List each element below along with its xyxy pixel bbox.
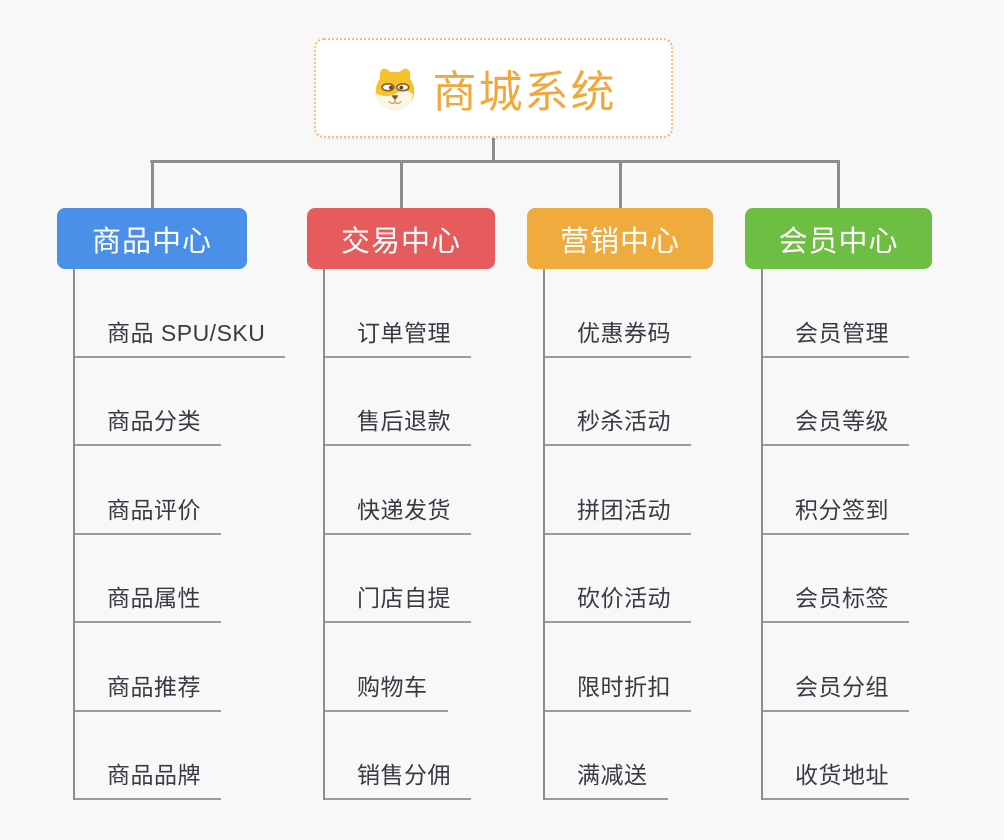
leaf-topic[interactable]: 商品评价 [75, 446, 221, 535]
branch-topic-label: 营销中心 [559, 225, 680, 258]
leaf-topic[interactable]: 会员管理 [763, 269, 909, 358]
leaf-topic-label: 门店自提 [357, 585, 451, 612]
leaf-topic[interactable]: 商品 SPU/SKU [75, 269, 286, 358]
leaf-topic-label: 快递发货 [357, 496, 451, 523]
leaf-topic-label: 商品分类 [107, 408, 201, 435]
branch-topic-label: 会员中心 [778, 225, 899, 258]
leaf-topic[interactable]: 售后退款 [325, 358, 471, 446]
leaf-topic-label: 优惠券码 [577, 319, 671, 346]
leaf-topic-label: 秒杀活动 [577, 408, 671, 435]
branch-children: 订单管理售后退款快递发货门店自提购物车销售分佣 [323, 269, 471, 800]
leaf-topic-label: 购物车 [357, 673, 428, 700]
branch-drop-connector [618, 160, 622, 208]
leaf-topic[interactable]: 快递发货 [325, 446, 471, 535]
leaf-topic[interactable]: 会员等级 [763, 358, 909, 446]
leaf-topic-label: 会员分组 [795, 673, 889, 700]
leaf-topic[interactable]: 拼团活动 [545, 446, 691, 535]
leaf-topic-label: 会员管理 [795, 319, 889, 346]
leaf-topic[interactable]: 会员分组 [763, 623, 909, 712]
root-topic[interactable]: 商城系统 [314, 38, 673, 138]
leaf-topic-label: 限时折扣 [577, 673, 671, 700]
leaf-topic-label: 会员标签 [795, 585, 889, 612]
leaf-topic-label: 售后退款 [357, 408, 451, 435]
branch-3: 会员中心会员管理会员等级积分签到会员标签会员分组收货地址 [745, 160, 932, 800]
leaf-topic-label: 积分签到 [795, 496, 889, 523]
leaf-topic-label: 拼团活动 [577, 496, 671, 523]
leaf-topic[interactable]: 积分签到 [763, 446, 909, 535]
doge-icon [375, 68, 414, 111]
leaf-topic-label: 收货地址 [795, 762, 889, 789]
leaf-topic[interactable]: 商品属性 [75, 535, 221, 623]
branch-children: 商品 SPU/SKU 商品分类商品评价商品属性商品推荐商品品牌 [73, 269, 286, 800]
leaf-topic[interactable]: 收货地址 [763, 712, 909, 800]
branch-drop-connector [837, 160, 840, 208]
leaf-topic[interactable]: 销售分佣 [325, 712, 471, 800]
leaf-topic[interactable]: 商品品牌 [75, 712, 221, 800]
branch-drop-connector [399, 160, 403, 208]
leaf-topic[interactable]: 门店自提 [325, 535, 471, 623]
root-stem-connector [492, 137, 495, 163]
branch-drop-connector [150, 160, 154, 208]
root-topic-label: 商城系统 [432, 68, 617, 117]
leaf-topic-label: 订单管理 [357, 319, 451, 346]
branch-topic[interactable]: 营销中心 [527, 208, 713, 269]
leaf-topic-label: 满减送 [577, 762, 648, 789]
leaf-topic[interactable]: 商品推荐 [75, 623, 221, 712]
leaf-topic-label: 商品推荐 [107, 673, 201, 700]
branch-topic-label: 商品中心 [91, 225, 212, 258]
branch-children: 优惠券码秒杀活动拼团活动砍价活动限时折扣满减送 [543, 269, 691, 800]
branch-topic-label: 交易中心 [340, 225, 461, 258]
leaf-topic[interactable]: 购物车 [325, 623, 448, 712]
leaf-topic-label: 会员等级 [795, 408, 889, 435]
leaf-topic-label: 销售分佣 [357, 762, 451, 789]
leaf-topic-label: 商品评价 [107, 496, 201, 523]
branch-children: 会员管理会员等级积分签到会员标签会员分组收货地址 [761, 269, 909, 800]
leaf-topic[interactable]: 商品分类 [75, 358, 221, 446]
branch-horizontal-connector [150, 160, 840, 163]
leaf-topic[interactable]: 优惠券码 [545, 269, 691, 358]
leaf-topic[interactable]: 限时折扣 [545, 623, 691, 712]
leaf-topic[interactable]: 秒杀活动 [545, 358, 691, 446]
branch-topic[interactable]: 交易中心 [307, 208, 495, 269]
leaf-topic[interactable]: 砍价活动 [545, 535, 691, 623]
branch-topic[interactable]: 会员中心 [745, 208, 932, 269]
leaf-topic[interactable]: 会员标签 [763, 535, 909, 623]
branch-0: 商品中心商品 SPU/SKU 商品分类商品评价商品属性商品推荐商品品牌 [57, 160, 286, 800]
branch-topic[interactable]: 商品中心 [57, 208, 247, 269]
leaf-topic-label: 商品品牌 [107, 762, 201, 789]
leaf-topic-label: 商品 SPU/SKU [107, 319, 266, 346]
leaf-topic[interactable]: 满减送 [545, 712, 668, 800]
branch-2: 营销中心优惠券码秒杀活动拼团活动砍价活动限时折扣满减送 [527, 160, 713, 800]
leaf-topic-label: 砍价活动 [577, 585, 671, 612]
branch-1: 交易中心订单管理售后退款快递发货门店自提购物车销售分佣 [307, 160, 495, 800]
leaf-topic[interactable]: 订单管理 [325, 269, 471, 358]
leaf-topic-label: 商品属性 [107, 585, 201, 612]
